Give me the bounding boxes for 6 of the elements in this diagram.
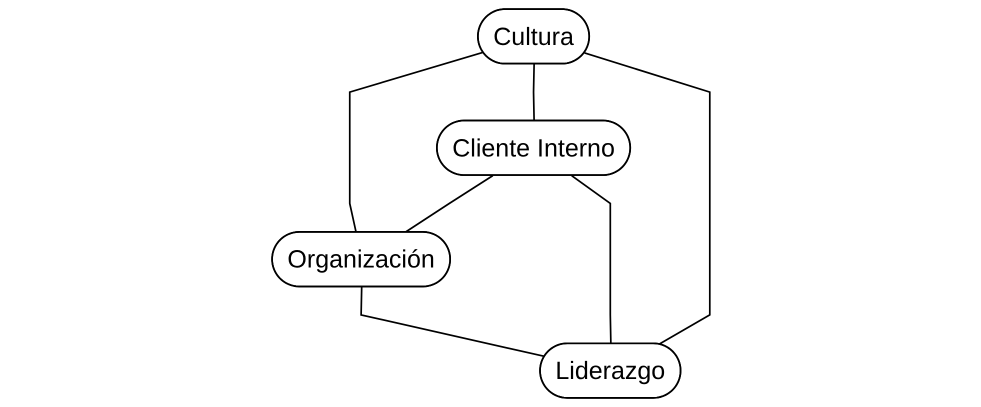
connector	[532, 64, 535, 122]
connector	[404, 174, 493, 234]
connector	[570, 174, 612, 344]
connector	[348, 52, 484, 233]
connector	[360, 287, 545, 358]
connector	[584, 52, 710, 346]
